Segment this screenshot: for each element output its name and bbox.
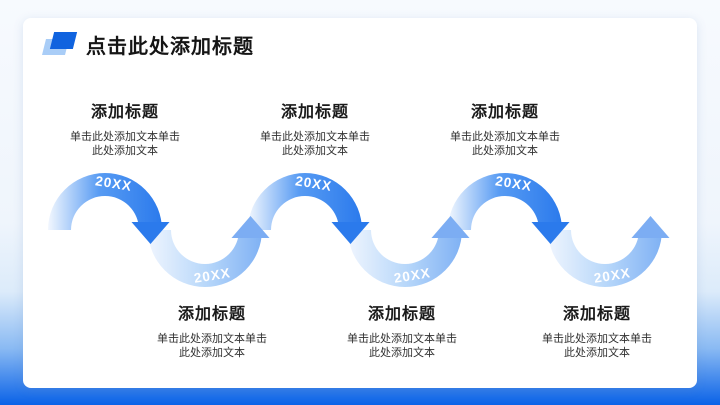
block-body[interactable]: 单击此处添加文本单击 此处添加文本 (347, 333, 457, 359)
block-heading[interactable]: 添加标题 (562, 306, 631, 323)
wave-label-5[interactable]: 20XX (494, 173, 533, 194)
text-block-top-3[interactable]: 添加标题 单击此处添加文本单击 此处添加文本 (425, 98, 585, 158)
wave-arrow-down-1 (131, 222, 170, 244)
wave-arc-bottom-3 (548, 230, 662, 287)
text-block-bottom-1[interactable]: 添加标题 单击此处添加文本单击 此处添加文本 (132, 300, 292, 360)
block-heading[interactable]: 添加标题 (367, 306, 436, 323)
wave-arc-bottom-1 (148, 230, 262, 287)
title-accent-square-front (49, 32, 78, 49)
wave-arc-top-1 (48, 173, 162, 230)
wave-timeline-graphic: 20XX 20XX 20XX 20XX 20XX 20XX (48, 173, 670, 287)
block-body[interactable]: 单击此处添加文本单击 此处添加文本 (70, 131, 180, 157)
text-block-top-2[interactable]: 添加标题 单击此处添加文本单击 此处添加文本 (235, 98, 395, 158)
block-body[interactable]: 单击此处添加文本单击 此处添加文本 (260, 131, 370, 157)
wave-arrow-up-3 (631, 216, 670, 238)
text-block-bottom-2[interactable]: 添加标题 单击此处添加文本单击 此处添加文本 (322, 300, 482, 360)
wave-label-1[interactable]: 20XX (94, 173, 133, 194)
wave-arrow-up-1 (231, 216, 270, 238)
block-body[interactable]: 单击此处添加文本单击 此处添加文本 (542, 333, 652, 359)
wave-label-2[interactable]: 20XX (193, 265, 232, 286)
block-body[interactable]: 单击此处添加文本单击 此处添加文本 (450, 131, 560, 157)
wave-label-3[interactable]: 20XX (294, 173, 333, 194)
block-heading[interactable]: 添加标题 (280, 104, 349, 121)
wave-label-6[interactable]: 20XX (593, 265, 632, 286)
wave-arc-bottom-2 (348, 230, 462, 287)
slide-title[interactable]: 点击此处添加标题 (86, 36, 254, 58)
wave-arrow-down-3 (531, 222, 570, 244)
wave-arrow-down-2 (331, 222, 370, 244)
text-block-top-1[interactable]: 添加标题 单击此处添加文本单击 此处添加文本 (45, 98, 205, 158)
wave-arc-top-3 (448, 173, 562, 230)
wave-arc-top-2 (248, 173, 362, 230)
block-heading[interactable]: 添加标题 (177, 306, 246, 323)
title-accent-icon (42, 30, 80, 58)
text-block-bottom-3[interactable]: 添加标题 单击此处添加文本单击 此处添加文本 (517, 300, 677, 360)
wave-label-4[interactable]: 20XX (393, 265, 432, 286)
block-body[interactable]: 单击此处添加文本单击 此处添加文本 (157, 333, 267, 359)
block-heading[interactable]: 添加标题 (470, 104, 539, 121)
wave-arrow-up-2 (431, 216, 470, 238)
block-heading[interactable]: 添加标题 (90, 104, 159, 121)
